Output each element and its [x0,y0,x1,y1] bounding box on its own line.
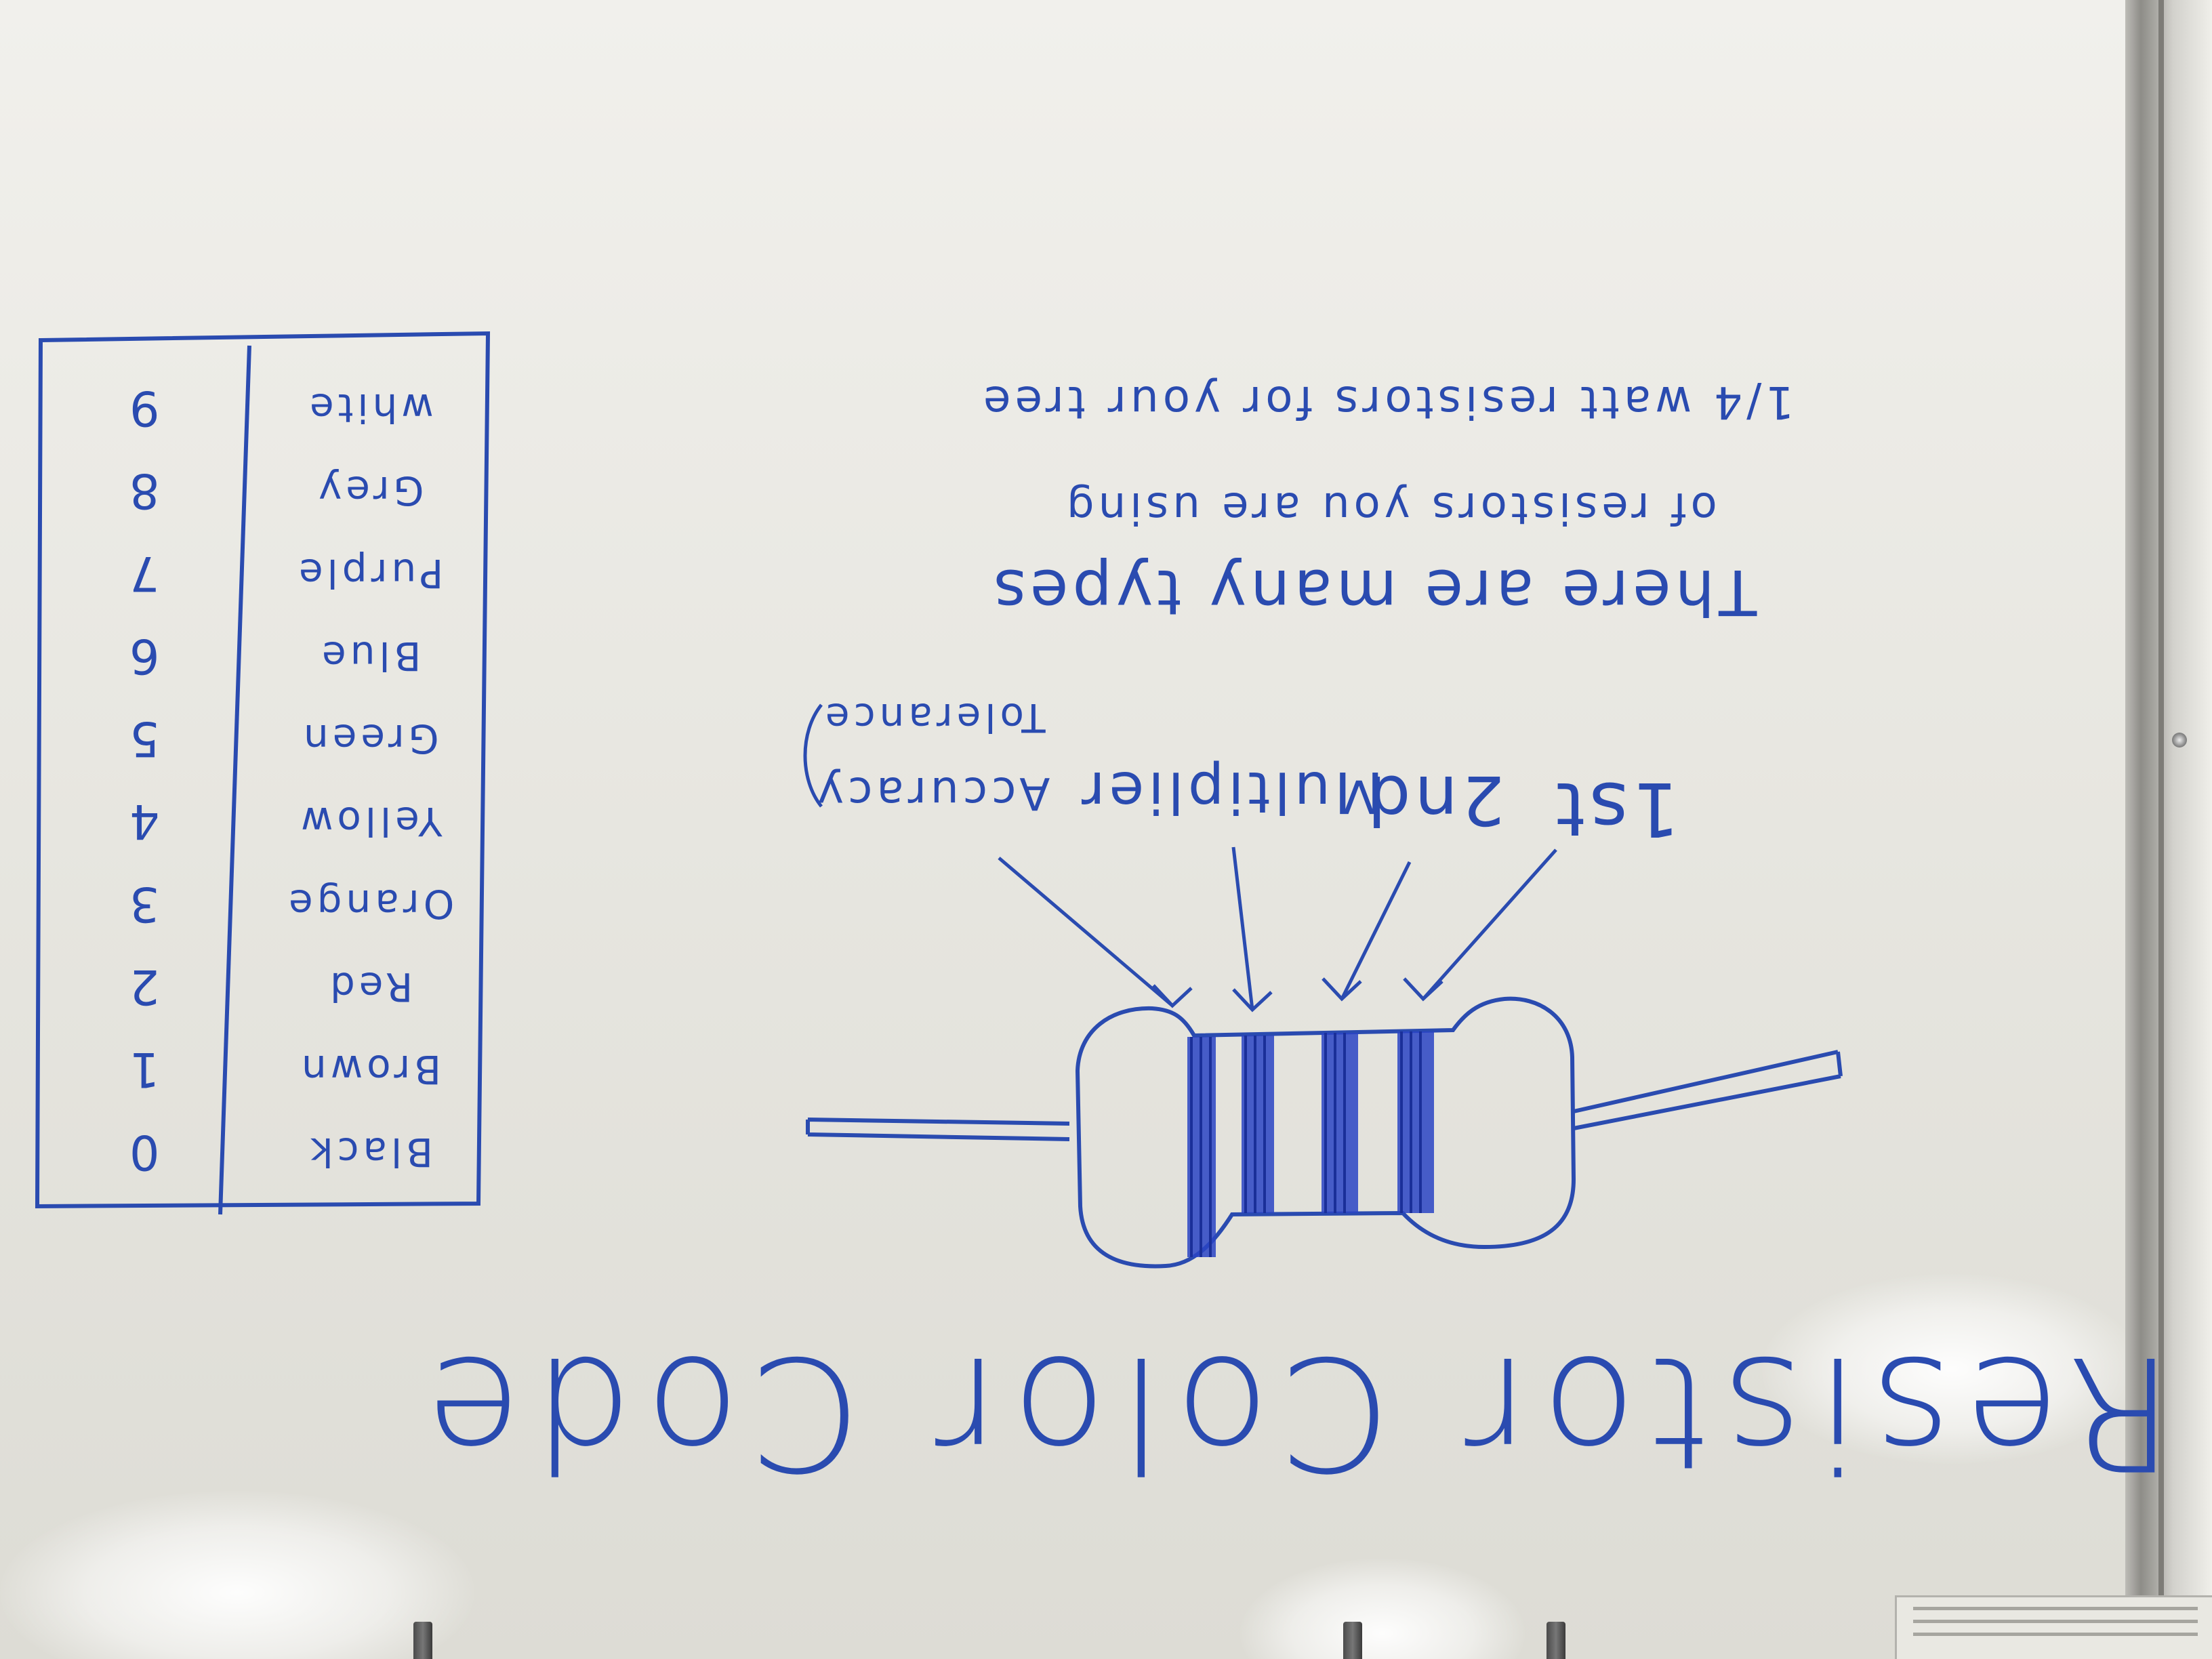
band-label-tolerance: Tolerance [821,695,1046,741]
accuracy-tolerance-brace [803,703,823,808]
marker-tray-clip [1343,1622,1362,1659]
band-label-second: 2nd [1364,760,1505,840]
resistor-lead-left [806,1118,1070,1141]
page-title: Resistor Color Code [413,1322,2174,1502]
note-line-1: There are many types [989,556,1757,628]
arrow-multiplier-head [1232,988,1273,1012]
light-glare [1762,1274,2142,1464]
arrow-second-head [1322,977,1362,1002]
band-first [1397,1031,1434,1213]
arrow-accuracy [998,857,1174,1007]
band-label-accuracy: Accuracy [813,767,1050,819]
light-glare [0,1491,474,1659]
arrow-first-head [1403,977,1443,1002]
board-frame-edge [2158,0,2164,1659]
band-second [1322,1033,1358,1213]
wall-notice-label [1895,1595,2212,1659]
resistor-body [1075,996,1576,1269]
frame-screw [2172,733,2187,747]
band-label-first: 1st [1552,766,1680,853]
band-label-multiplier: Multiplier [1078,759,1384,825]
arrow-accuracy-head [1152,984,1193,1008]
arrow-multiplier [1231,846,1254,1010]
marker-tray-clip [413,1622,432,1659]
note-line-2: of resistors you are using [1063,483,1717,533]
board-frame [2125,0,2212,1659]
resistor-lead-right [1573,1050,1843,1130]
arrow-second [1340,861,1412,1000]
marker-tray-clip [1547,1622,1565,1659]
arrow-first [1422,848,1557,1000]
note-line-3: 1/4 watt resistors for your tree [979,376,1795,428]
